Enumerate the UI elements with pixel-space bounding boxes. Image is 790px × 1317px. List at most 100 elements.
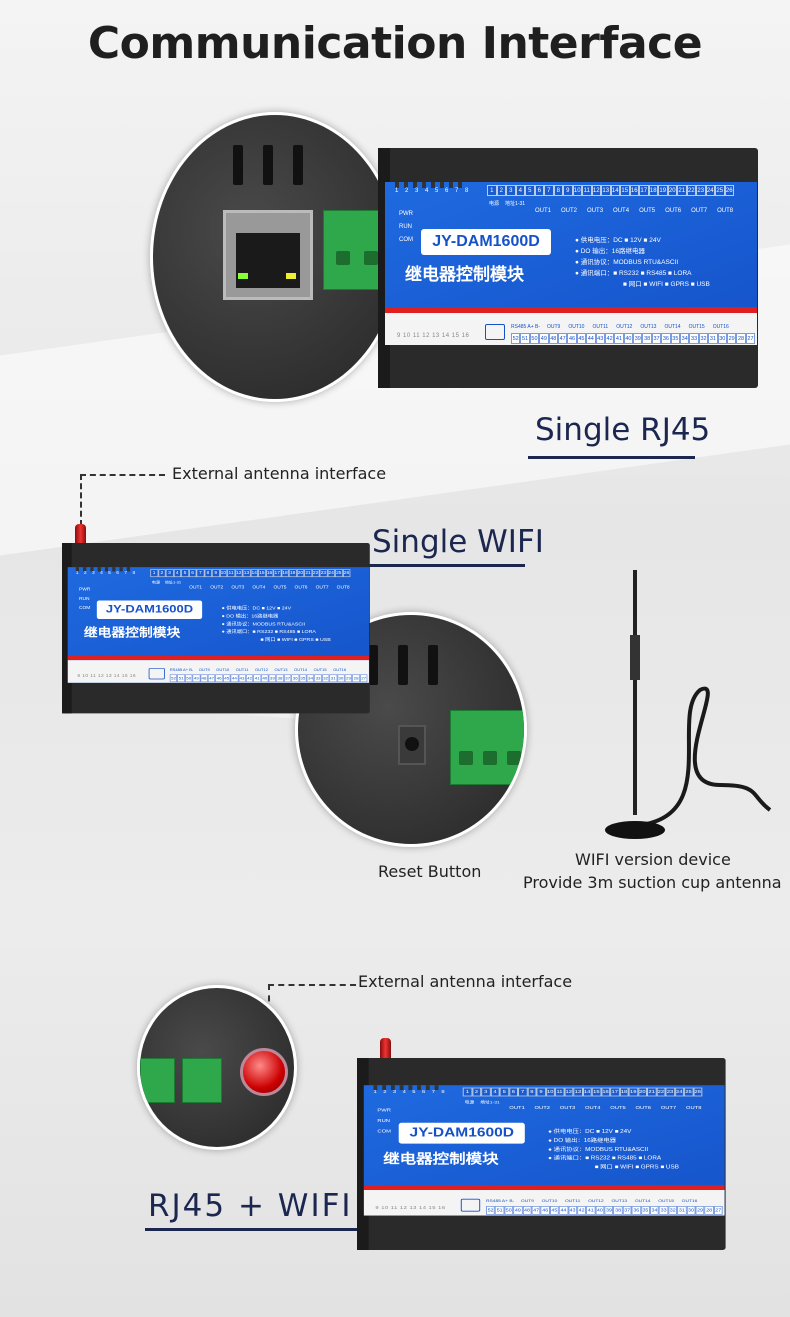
led-icon: [90, 567, 94, 572]
output-label: OUT1: [189, 585, 203, 590]
terminal-number: 29: [344, 674, 353, 683]
terminal-number: 22: [656, 1087, 666, 1097]
terminal-number: 37: [651, 333, 662, 344]
terminal-number: 5: [181, 569, 189, 578]
terminal-number: 35: [640, 1206, 650, 1215]
terminal-number: 14: [250, 569, 259, 578]
terminal-number: 11: [227, 569, 235, 578]
status-label: RUN: [377, 1118, 390, 1124]
output-label: OUT2: [534, 1106, 551, 1111]
terminal-number: 9: [563, 185, 573, 196]
terminal-number: 20: [296, 569, 305, 578]
dashed-connector: [268, 984, 356, 986]
led-icon: [373, 1085, 378, 1090]
underline: [365, 564, 525, 567]
terminal-number: 3: [481, 1087, 491, 1097]
terminal-number: 2: [496, 185, 506, 196]
terminal-number: 21: [677, 185, 687, 196]
antenna-connector-icon: [240, 1048, 288, 1096]
antenna-interface-note: External antenna interface: [358, 972, 573, 991]
spec-line: ● 通讯端口：■ RS232 ■ RS485 ■ LORA: [221, 629, 316, 635]
device-side: [357, 1058, 369, 1250]
terminal-number: 10: [545, 1087, 555, 1097]
terminal-number: 35: [299, 674, 307, 683]
led-indicators: [395, 182, 462, 188]
address-label: 地址1-31: [505, 201, 526, 207]
terminal-number: 19: [628, 1087, 638, 1097]
terminal-number: 44: [558, 1206, 568, 1215]
terminal-number: 45: [222, 674, 231, 683]
terminal-number: 6: [534, 185, 544, 196]
terminal-number: 43: [238, 674, 246, 683]
terminal-number: 27: [359, 674, 368, 683]
terminal-number: 26: [693, 1087, 703, 1097]
output-label: OUT11: [235, 667, 249, 673]
output-label: OUT5: [273, 585, 287, 590]
output-label: OUT12: [616, 324, 633, 330]
terminal-number: 31: [677, 1206, 687, 1215]
terminal-number: 14: [582, 1087, 592, 1097]
specs-list: ● 供电电压：DC ■ 12V ■ 24V● DO 输出：16路继电器● 通讯协…: [575, 235, 710, 290]
terminal-number: 29: [695, 1206, 705, 1215]
terminal-number: 30: [717, 333, 727, 344]
terminal-number: 45: [576, 333, 587, 344]
terminal-number: 1: [150, 569, 158, 578]
terminal-number: 48: [200, 674, 208, 683]
output-label: OUT10: [541, 1198, 558, 1204]
terminal-number: 39: [604, 1206, 614, 1215]
power-label: 电源: [489, 201, 500, 207]
led-icon: [440, 182, 444, 188]
status-label: RUN: [79, 596, 90, 602]
rj45-port-icon: [223, 210, 313, 300]
terminal-number: 24: [705, 185, 715, 196]
output-label: OUT7: [691, 208, 708, 214]
terminal-number: 15: [620, 185, 630, 196]
output-label: OUT15: [313, 667, 327, 673]
terminal-number: 22: [311, 569, 320, 578]
spec-line: ● 通讯协议：MODBUS RTU&ASCII: [548, 1146, 649, 1153]
reset-button-icon: [398, 725, 426, 765]
terminal-number: 41: [253, 674, 262, 683]
terminal-number: 4: [515, 185, 525, 196]
output-label: OUT15: [688, 324, 705, 330]
led-icon: [390, 1085, 395, 1090]
terminal-number: 51: [520, 333, 530, 344]
dashed-connector: [80, 474, 82, 526]
led-icon: [395, 182, 399, 188]
output-label: OUT3: [231, 585, 245, 590]
terminal-number: 39: [268, 674, 277, 683]
led-icon: [434, 1085, 439, 1090]
led-icon: [431, 182, 435, 188]
terminal-number: 34: [306, 674, 315, 683]
address-label: 地址1-31: [164, 580, 182, 585]
model-badge: JY-DAM1600D: [398, 1122, 525, 1144]
terminal-number: 16: [629, 185, 639, 196]
rj45-port-icon: [485, 324, 505, 340]
output-label: OUT6: [294, 585, 308, 590]
terminal-number: 49: [192, 674, 201, 683]
terminal-number: 45: [549, 1206, 559, 1215]
led-icon: [75, 567, 80, 572]
product-name: 继电器控制模块: [383, 1151, 499, 1168]
led-icon: [112, 567, 116, 572]
output-label: OUT10: [568, 324, 585, 330]
terminal-number: 37: [283, 674, 292, 683]
terminal-number: 18: [619, 1087, 629, 1097]
terminal-number: 6: [508, 1087, 519, 1097]
spec-line: ● 通讯协议：MODBUS RTU&ASCII: [575, 259, 679, 266]
product-name: 继电器控制模块: [405, 265, 524, 285]
spec-line: ● DO 输出：16路继电器: [575, 248, 646, 255]
rs485-label: RS485 A+ B-: [486, 1198, 515, 1204]
terminal-number: 40: [261, 674, 269, 683]
terminal-number: 39: [633, 333, 643, 344]
terminal-number: 13: [601, 185, 611, 196]
terminal-number: 10: [572, 185, 582, 196]
output-label: OUT16: [681, 1198, 698, 1204]
label-single-wifi: Single WIFI: [372, 524, 544, 560]
